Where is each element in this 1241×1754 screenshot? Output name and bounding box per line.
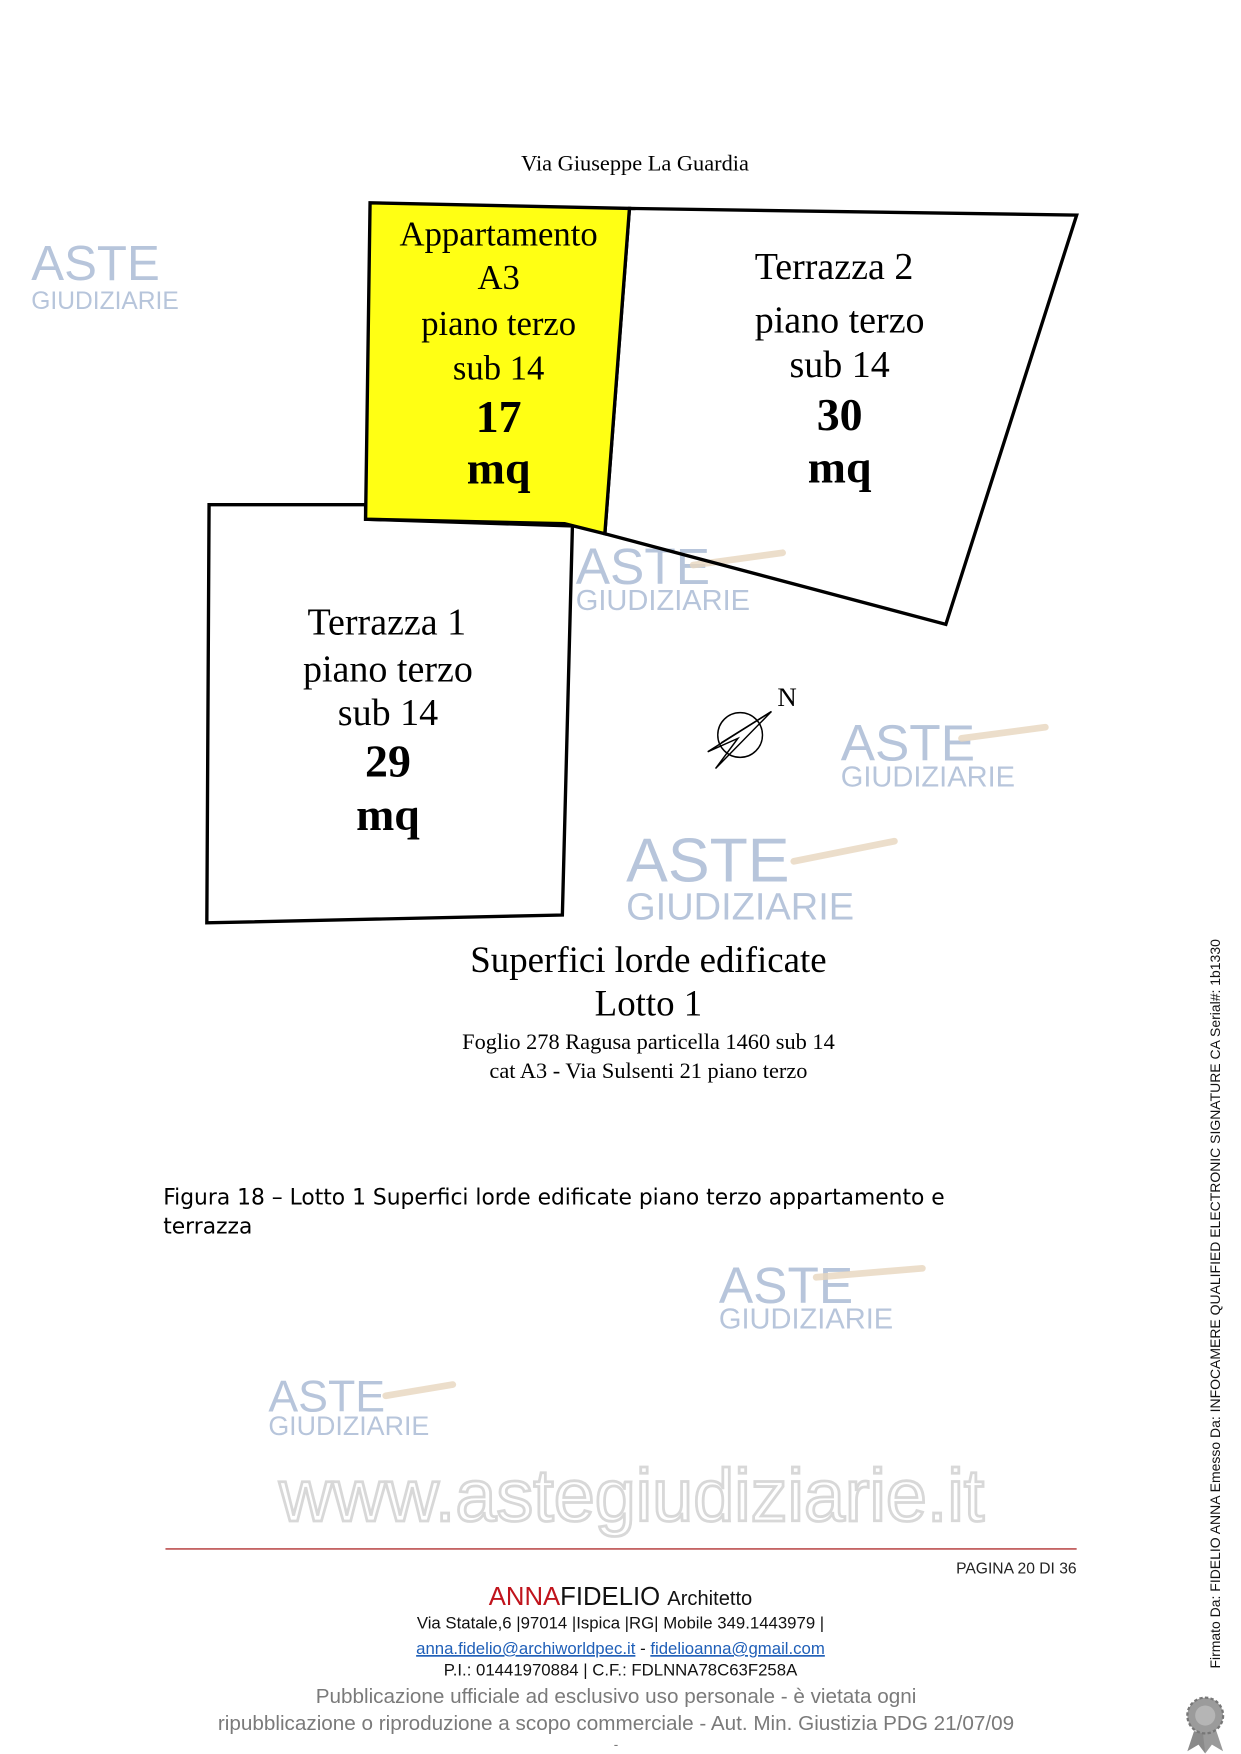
svg-text:17: 17: [476, 391, 522, 442]
svg-text:ASTE: ASTE: [841, 714, 975, 772]
terrazza-2-label: Terrazza 2 piano terzo sub 14 30 mq: [755, 246, 925, 492]
svg-text:sub 14: sub 14: [453, 349, 544, 387]
svg-text:Lotto 1: Lotto 1: [595, 983, 703, 1024]
svg-text:GIUDIZIARIE: GIUDIZIARIE: [626, 886, 854, 928]
svg-text:Terrazza 1: Terrazza 1: [307, 601, 466, 643]
svg-text:Terrazza 2: Terrazza 2: [755, 246, 914, 288]
digital-signature-text: Firmato Da: FIDELIO ANNA Emesso Da: INFO…: [1207, 939, 1223, 1669]
svg-text:GIUDIZIARIE: GIUDIZIARIE: [31, 288, 178, 315]
north-arrow-icon: [707, 710, 772, 770]
publication-dash: -: [614, 1737, 618, 1752]
email-gmail-link[interactable]: fidelioanna@gmail.com: [650, 1639, 825, 1658]
signature-seal-icon: [1186, 1696, 1225, 1754]
svg-text:ASTE: ASTE: [268, 1372, 385, 1421]
svg-text:GIUDIZIARIE: GIUDIZIARIE: [841, 761, 1015, 793]
svg-text:mq: mq: [808, 441, 872, 492]
svg-text:cat A3 - Via Sulsenti 21 piano: cat A3 - Via Sulsenti 21 piano terzo: [489, 1058, 807, 1083]
svg-text:Appartamento: Appartamento: [400, 215, 598, 253]
svg-text:piano terzo: piano terzo: [755, 300, 925, 342]
author-emails: anna.fidelio@archiworldpec.it - fidelioa…: [416, 1639, 825, 1658]
svg-text:sub 14: sub 14: [789, 344, 889, 386]
svg-text:GIUDIZIARIE: GIUDIZIARIE: [719, 1304, 893, 1336]
street-label: Via Giuseppe La Guardia: [521, 150, 749, 175]
plan-title: Superfici lorde edificate Lotto 1 Foglio…: [462, 939, 835, 1083]
email-pec-link[interactable]: anna.fidelio@archiworldpec.it: [416, 1639, 636, 1658]
publication-notice-1: Pubblicazione ufficiale ad esclusivo uso…: [316, 1685, 917, 1708]
north-label: N: [777, 682, 796, 712]
publication-notice-2: ripubblicazione o riproduzione a scopo c…: [218, 1712, 1014, 1735]
svg-text:29: 29: [365, 735, 411, 786]
svg-text:GIUDIZIARIE: GIUDIZIARIE: [268, 1411, 429, 1441]
svg-text:piano terzo: piano terzo: [421, 305, 576, 343]
svg-text:A3: A3: [477, 259, 519, 297]
svg-text:ASTE: ASTE: [576, 537, 710, 595]
svg-text:ASTE: ASTE: [31, 236, 159, 291]
svg-text:mq: mq: [467, 442, 531, 493]
svg-text:Figura 18 – Lotto 1 Superfici: Figura 18 – Lotto 1 Superfici lorde edif…: [163, 1186, 944, 1211]
appartamento-label: Appartamento A3 piano terzo sub 14 17 mq: [400, 215, 598, 493]
appartamento-area: [363, 201, 632, 536]
svg-text:terrazza: terrazza: [163, 1215, 252, 1240]
figure-caption: Figura 18 – Lotto 1 Superfici lorde edif…: [163, 1186, 944, 1240]
svg-text:piano terzo: piano terzo: [303, 648, 473, 690]
svg-text:sub 14: sub 14: [338, 692, 438, 734]
svg-text:ASTE: ASTE: [626, 825, 789, 895]
author-tax: P.I.: 01441970884 | C.F.: FDLNNA78C63F25…: [444, 1660, 798, 1679]
author-address: Via Statale,6 |97014 |Ispica |RG| Mobile…: [417, 1613, 824, 1632]
terrazza-1-label: Terrazza 1 piano terzo sub 14 29 mq: [303, 601, 473, 840]
watermark-site: www.astegiudiziarie.it: [278, 1454, 984, 1537]
svg-text:GIUDIZIARIE: GIUDIZIARIE: [576, 585, 750, 617]
svg-text:mq: mq: [356, 789, 420, 840]
watermark-aste: ASTE GIUDIZIARIE ASTE GIUDIZIARIE ASTE G…: [31, 236, 1049, 1441]
svg-text:ASTE: ASTE: [719, 1256, 853, 1314]
svg-text:30: 30: [817, 389, 863, 440]
author-name: ANNAFIDELIO Architetto: [489, 1583, 753, 1611]
page-number: PAGINA 20 DI 36: [956, 1561, 1077, 1578]
svg-text:Superfici lorde edificate: Superfici lorde edificate: [470, 939, 826, 980]
svg-text:Foglio 278 Ragusa particella: Foglio 278 Ragusa particella 1460 sub 14: [462, 1029, 835, 1054]
